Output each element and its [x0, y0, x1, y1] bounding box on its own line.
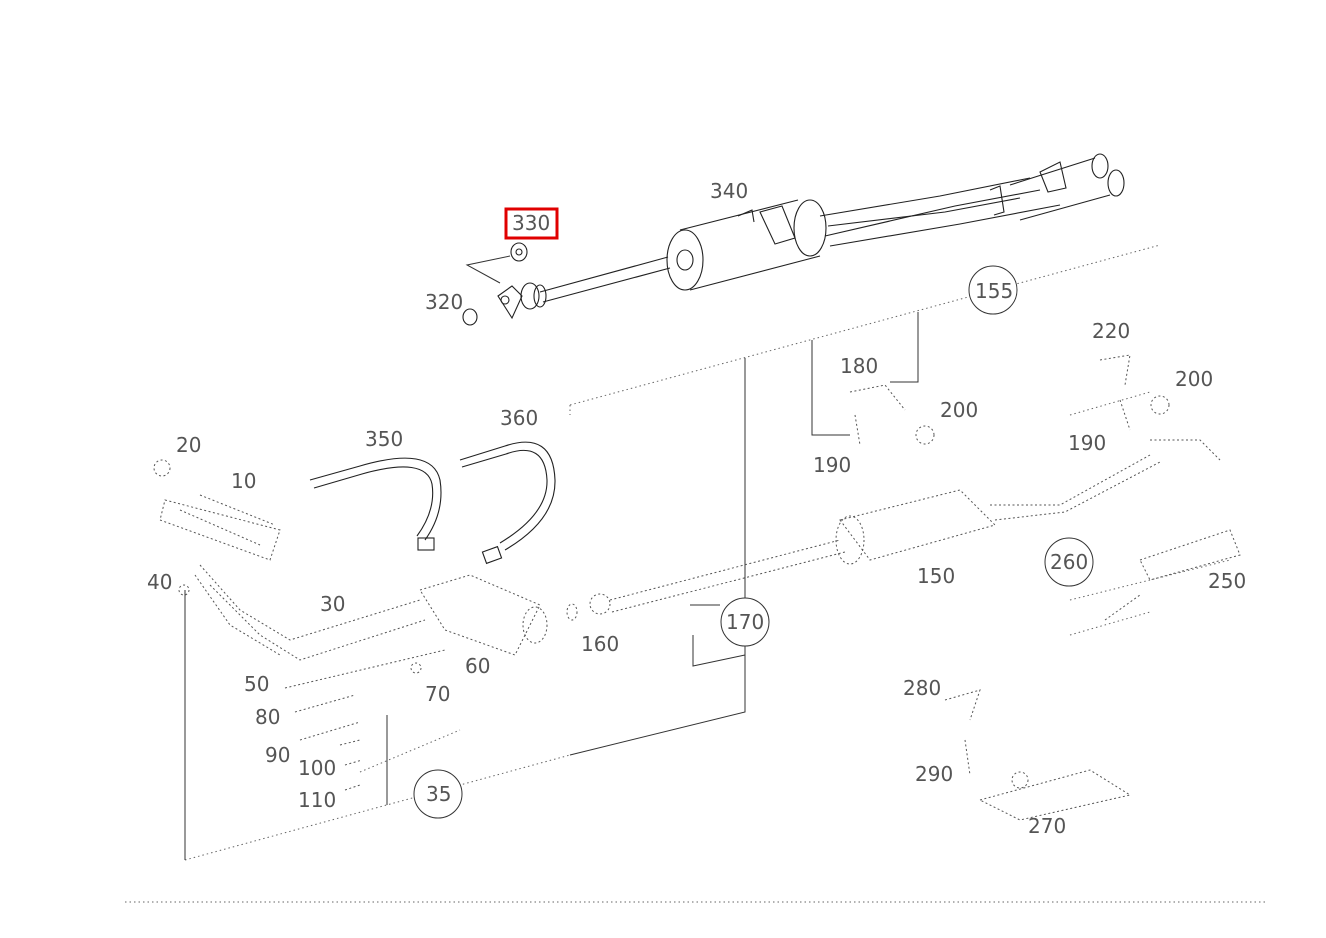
- label-10[interactable]: 10: [231, 469, 256, 493]
- label-160[interactable]: 160: [581, 632, 619, 656]
- label-150[interactable]: 150: [917, 564, 955, 588]
- label-30[interactable]: 30: [320, 592, 345, 616]
- ref-circle-155: [968, 265, 1018, 315]
- label-190-a[interactable]: 190: [813, 453, 851, 477]
- label-40[interactable]: 40: [147, 570, 172, 594]
- label-170[interactable]: 170: [726, 610, 764, 634]
- label-320[interactable]: 320: [425, 290, 463, 314]
- label-350[interactable]: 350: [365, 427, 403, 451]
- label-270[interactable]: 270: [1028, 814, 1066, 838]
- rear-muffler-assembly: [462, 153, 1125, 326]
- label-50[interactable]: 50: [244, 672, 269, 696]
- reference-lines: [125, 244, 1265, 903]
- label-220[interactable]: 220: [1092, 319, 1130, 343]
- ref-circle-35: [413, 769, 463, 819]
- oxygen-sensors: [309, 441, 556, 565]
- label-190-b[interactable]: 190: [1068, 431, 1106, 455]
- label-330[interactable]: 330: [512, 211, 550, 235]
- label-35[interactable]: 35: [426, 782, 451, 806]
- label-200-a[interactable]: 200: [940, 398, 978, 422]
- label-70[interactable]: 70: [425, 682, 450, 706]
- label-280[interactable]: 280: [903, 676, 941, 700]
- label-90[interactable]: 90: [265, 743, 290, 767]
- label-200-b[interactable]: 200: [1175, 367, 1213, 391]
- callout-labels: 330 340 320 155 180 200 190 220 200 190 …: [147, 179, 1246, 838]
- label-155[interactable]: 155: [975, 279, 1013, 303]
- highlight-box: [504, 207, 559, 240]
- reference-circles: [413, 265, 1094, 819]
- ghost-components: [153, 354, 1241, 821]
- label-250[interactable]: 250: [1208, 569, 1246, 593]
- label-110[interactable]: 110: [298, 788, 336, 812]
- label-80[interactable]: 80: [255, 705, 280, 729]
- label-100[interactable]: 100: [298, 756, 336, 780]
- ref-circle-170: [720, 597, 770, 647]
- label-290[interactable]: 290: [915, 762, 953, 786]
- label-60[interactable]: 60: [465, 654, 490, 678]
- label-180[interactable]: 180: [840, 354, 878, 378]
- label-260[interactable]: 260: [1050, 550, 1088, 574]
- label-20[interactable]: 20: [176, 433, 201, 457]
- label-360[interactable]: 360: [500, 406, 538, 430]
- ref-circle-260: [1044, 537, 1094, 587]
- label-340[interactable]: 340: [710, 179, 748, 203]
